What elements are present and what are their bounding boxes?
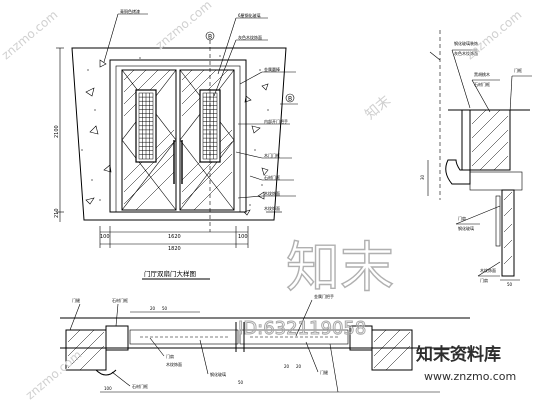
elevation-note: 灰色木纹饰面 bbox=[238, 34, 262, 40]
plan-dim: 100 bbox=[104, 386, 112, 391]
plan-note: 门缝 bbox=[72, 297, 80, 303]
section-mark-label-right: B bbox=[288, 96, 292, 103]
section-dim: 30 bbox=[420, 174, 425, 180]
door-frame bbox=[109, 59, 247, 213]
bottom-dimensions: 100 1620 100 1820 bbox=[99, 226, 249, 252]
watermark-id: ID:632119058 bbox=[238, 318, 366, 339]
section-note: 门扇 bbox=[480, 277, 488, 283]
section-note: 石材门框 bbox=[474, 81, 490, 87]
watermark-logo: 知末 bbox=[286, 236, 394, 299]
left-dimensions: 2100 210 bbox=[54, 47, 64, 222]
plan-dim: 50 bbox=[162, 306, 168, 311]
door-section: 30 50 钢化玻璃装饰 灰色木纹饰面 黑胡桃木 石材门框 门框 门扇 钢化玻璃… bbox=[420, 30, 532, 287]
section-mark-label-top: B bbox=[208, 34, 212, 41]
watermark-tile: znzmo.com bbox=[153, 0, 214, 52]
watermark-logo-small: 知末 bbox=[362, 92, 394, 123]
watermark-url: www.znzmo.com bbox=[424, 370, 516, 383]
elevation-note: 青铜色烤漆 bbox=[120, 8, 140, 14]
section-leaders bbox=[429, 49, 532, 277]
door-frame-inner bbox=[115, 65, 241, 213]
plan-note: 金属门把手 bbox=[314, 293, 334, 299]
watermark-tile: znzmo.com bbox=[0, 8, 60, 63]
plan-note: 钢化玻璃 bbox=[210, 371, 226, 377]
section-mark-right bbox=[285, 93, 295, 103]
section-mark-top bbox=[205, 31, 215, 41]
stone-texture bbox=[81, 55, 269, 206]
drawing-title: 门厅双扇门大样图 bbox=[144, 269, 196, 278]
elevation-leaders bbox=[103, 13, 296, 213]
dim-height: 2100 bbox=[54, 125, 60, 138]
stone-marks bbox=[85, 59, 269, 216]
plan-leaders bbox=[69, 299, 339, 393]
plan-leaf-left bbox=[129, 329, 239, 345]
plan-dim: 50 bbox=[238, 380, 244, 385]
plan-note: 石材门框 bbox=[112, 297, 128, 303]
elevation-note: 木纹饰面 bbox=[264, 190, 280, 196]
elevation-note: 金属圆棒 bbox=[264, 66, 280, 72]
plan-note: 石材门框 bbox=[132, 383, 148, 389]
section-frame bbox=[469, 109, 511, 171]
section-note: 木纹饰面 bbox=[480, 267, 496, 273]
door-plan: 20 50 100 20 50 20 门缝 石材门框 门扇 木纹饰面 钢化玻璃 … bbox=[60, 293, 470, 393]
watermark-tile: znzmo.com bbox=[23, 348, 84, 403]
section-note: 钢化玻璃装饰 bbox=[454, 40, 478, 46]
door-elevation: B B 100 1620 100 1820 2100 210 bbox=[54, 8, 298, 280]
plan-note: 门缝 bbox=[320, 369, 328, 375]
dim-door-width: 1620 bbox=[168, 234, 181, 240]
watermark-brand: 知末资料库 bbox=[415, 344, 501, 365]
section-door-leaf bbox=[501, 189, 515, 277]
section-note: 门扇 bbox=[458, 215, 466, 221]
section-note: 门框 bbox=[514, 67, 522, 73]
plan-dim: 20 bbox=[284, 364, 290, 369]
plan-dim: 20 bbox=[150, 306, 156, 311]
plan-leaf-right bbox=[239, 329, 349, 345]
stone-surround bbox=[71, 47, 287, 221]
section-note: 黑胡桃木 bbox=[474, 71, 490, 77]
section-hatch bbox=[471, 109, 509, 171]
watermark-tile: znzmo.com bbox=[463, 8, 524, 63]
elevation-note: 木纹饰面 bbox=[264, 205, 280, 211]
plan-dim: 20 bbox=[296, 364, 302, 369]
section-molding bbox=[445, 159, 471, 185]
dim-total-width: 1820 bbox=[168, 246, 181, 252]
dim-right-margin: 100 bbox=[238, 234, 248, 240]
dim-left-margin: 100 bbox=[100, 234, 110, 240]
elevation-note: 石材门框 bbox=[264, 174, 280, 180]
watermark: 知末 ID:632119058 知末资料库 www.znzmo.com znzm… bbox=[0, 0, 524, 402]
section-dim: 50 bbox=[507, 282, 513, 287]
dim-base: 210 bbox=[54, 208, 60, 218]
elevation-note: 内部开门把手 bbox=[264, 118, 288, 124]
plan-note: 木纹饰面 bbox=[166, 361, 182, 367]
plan-note: 门扇 bbox=[166, 353, 174, 359]
elevation-note: 6厘钢化玻璃 bbox=[238, 12, 261, 18]
section-note: 钢化玻璃 bbox=[458, 225, 474, 231]
elevation-note: 木门门框 bbox=[264, 152, 280, 158]
section-note: 灰色木纹饰面 bbox=[454, 50, 478, 56]
